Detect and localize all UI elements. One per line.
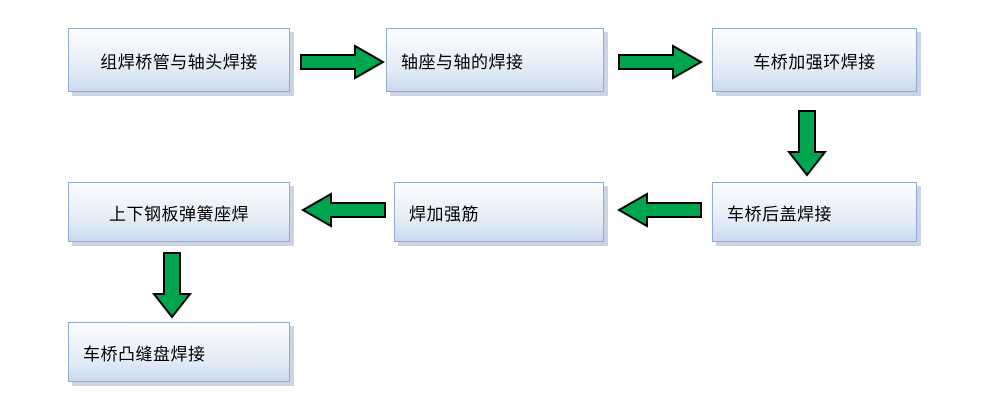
arrow-down-icon xyxy=(151,252,193,319)
arrow-down-2 xyxy=(151,252,193,319)
arrow-left-icon xyxy=(300,192,386,228)
flow-node-5[interactable]: 焊加强筋 xyxy=(394,182,604,242)
flow-node-1-label: 组焊桥管与轴头焊接 xyxy=(100,52,258,72)
flow-node-1[interactable]: 组焊桥管与轴头焊接 xyxy=(68,28,290,92)
flow-node-7[interactable]: 车桥凸缝盘焊接 xyxy=(68,322,290,382)
flow-node-3-label: 车桥加强环焊接 xyxy=(753,52,876,72)
arrow-down-1 xyxy=(786,110,828,177)
arrow-right-1 xyxy=(300,44,386,80)
flow-node-4-label: 车桥后盖焊接 xyxy=(727,204,832,224)
flow-node-7-label: 车桥凸缝盘焊接 xyxy=(83,344,206,364)
flow-node-6[interactable]: 上下钢板弹簧座焊 xyxy=(68,182,290,242)
flow-node-6-label: 上下钢板弹簧座焊 xyxy=(109,204,249,224)
arrow-right-icon xyxy=(300,44,386,80)
arrow-right-2 xyxy=(618,44,704,80)
arrow-left-icon xyxy=(616,192,702,228)
flow-node-2[interactable]: 轴座与轴的焊接 xyxy=(386,28,604,92)
arrow-left-2 xyxy=(300,192,386,228)
flow-node-4[interactable]: 车桥后盖焊接 xyxy=(712,182,917,242)
arrow-down-icon xyxy=(786,110,828,177)
arrow-left-1 xyxy=(616,192,702,228)
flow-node-5-label: 焊加强筋 xyxy=(409,204,479,224)
flow-node-2-label: 轴座与轴的焊接 xyxy=(401,52,524,72)
arrow-right-icon xyxy=(618,44,704,80)
flow-node-3[interactable]: 车桥加强环焊接 xyxy=(712,28,917,92)
